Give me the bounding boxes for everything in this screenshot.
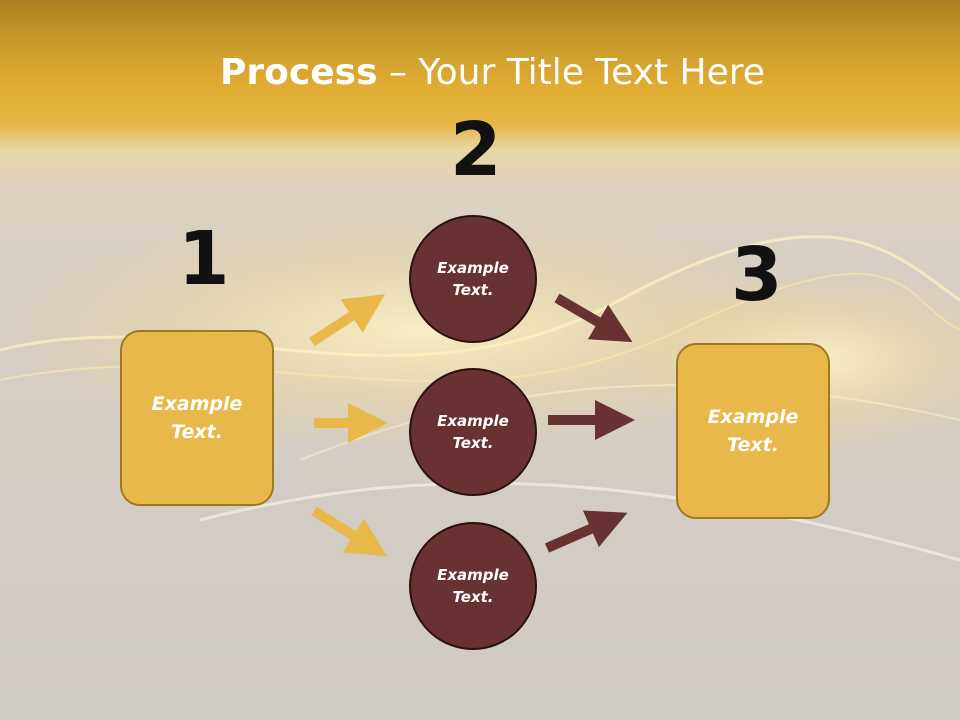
- output-box-text: Example Text.: [707, 405, 799, 457]
- arrow-input-to-top: [309, 294, 386, 347]
- process-circle-bottom: Example Text.: [409, 522, 537, 650]
- step-number-2: 2: [450, 107, 502, 193]
- step-number-3: 3: [731, 232, 783, 318]
- circle-bottom-text: Example Text.: [437, 565, 509, 607]
- input-box-text: Example Text.: [151, 392, 243, 444]
- circle-top-text: Example Text.: [437, 258, 509, 300]
- slide-title: Process – Your Title Text Here: [0, 52, 960, 93]
- title-bold: Process: [220, 52, 378, 93]
- circle-middle-text: Example Text.: [437, 411, 509, 453]
- title-rest: – Your Title Text Here: [377, 52, 765, 93]
- arrow-input-to-bottom: [311, 506, 388, 557]
- input-box: Example Text.: [120, 330, 274, 506]
- step-number-1: 1: [178, 216, 230, 302]
- process-circle-top: Example Text.: [409, 215, 537, 343]
- arrow-bottom-to-output: [544, 510, 628, 553]
- process-circle-middle: Example Text.: [409, 368, 537, 496]
- arrow-top-to-output: [554, 293, 633, 343]
- output-box: Example Text.: [676, 343, 830, 519]
